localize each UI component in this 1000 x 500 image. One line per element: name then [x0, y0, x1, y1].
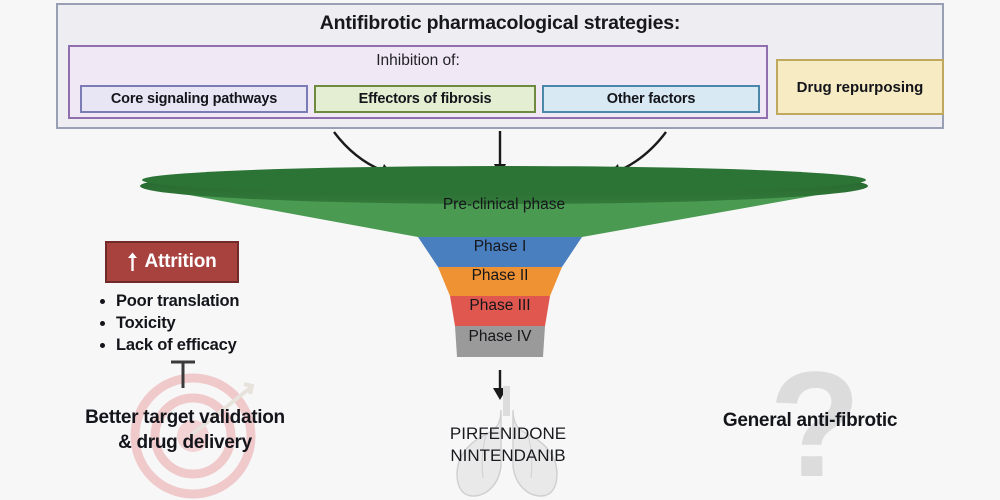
attrition-reason-list: Poor translation Toxicity Lack of effica… [94, 290, 240, 356]
attrition-label: Attrition [144, 251, 217, 272]
question-mark-icon: ? [769, 368, 861, 500]
up-arrow-icon [127, 252, 138, 272]
drug-name-2: NINTENDANIB [450, 446, 566, 465]
attrition-badge: Attrition [105, 241, 239, 283]
left-curved-arrow [333, 131, 393, 176]
funnel-label-preclinical: Pre-clinical phase [442, 196, 566, 213]
caption-approved-drugs: PIRFENIDONE NINTENDANIB [418, 423, 598, 467]
caption-general-antifibrotic: General anti-fibrotic [722, 410, 898, 431]
drug-name-1: PIRFENIDONE [449, 424, 567, 443]
caption-line-2: & drug delivery [118, 432, 252, 453]
funnel-label-phase-iv: Phase IV [468, 328, 532, 345]
right-curved-arrow [609, 131, 667, 176]
caption-better-target-validation: Better target validation & drug delivery [40, 405, 330, 455]
funnel-label-phase-ii: Phase II [471, 267, 529, 284]
inhibition-label: Inhibition of: [376, 52, 460, 69]
strategies-panel: Antifibrotic pharmacological strategies:… [56, 3, 944, 129]
funnel-inbound-arrows [333, 131, 667, 178]
funnel-label-phase-i: Phase I [473, 238, 527, 255]
inhibition-group: Inhibition of: Core signaling pathways E… [68, 45, 768, 119]
page-title: Antifibrotic pharmacological strategies: [319, 12, 681, 34]
list-item: Lack of efficacy [116, 334, 239, 356]
chip-drug-repurposing[interactable]: Drug repurposing [776, 59, 944, 115]
list-item: Poor translation [116, 290, 240, 312]
funnel-label-phase-iii: Phase III [469, 297, 531, 314]
caption-line-1: Better target validation [85, 407, 285, 428]
svg-text:?: ? [769, 368, 861, 500]
funnel-rim-inner [142, 166, 866, 194]
chip-other-factors[interactable]: Other factors [542, 85, 760, 113]
funnel-outflow-arrow [493, 370, 507, 400]
chip-core-signaling-pathways[interactable]: Core signaling pathways [80, 85, 308, 113]
chip-effectors-of-fibrosis[interactable]: Effectors of fibrosis [314, 85, 536, 113]
list-item: Toxicity [116, 312, 239, 334]
inhibition-T-symbol [171, 360, 195, 388]
